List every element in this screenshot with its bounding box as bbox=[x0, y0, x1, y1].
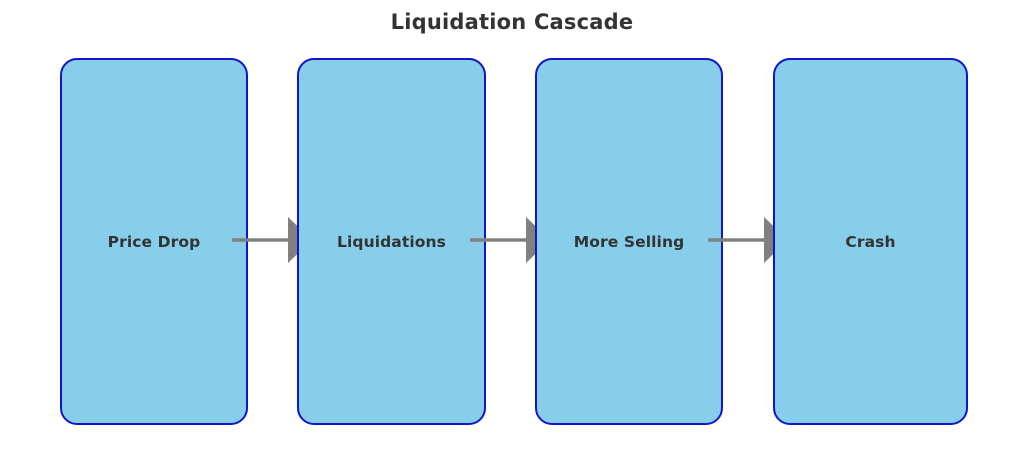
flow-node-crash[interactable]: Crash bbox=[773, 58, 968, 425]
flow-node-label: More Selling bbox=[573, 232, 685, 251]
flow-node-label: Liquidations bbox=[336, 232, 447, 251]
flow-node-price-drop[interactable]: Price Drop bbox=[60, 58, 248, 425]
flow-node-more-selling[interactable]: More Selling bbox=[535, 58, 723, 425]
flow-node-label: Crash bbox=[845, 232, 896, 251]
page-title: Liquidation Cascade bbox=[390, 10, 634, 34]
flow-node-liquidations[interactable]: Liquidations bbox=[297, 58, 486, 425]
flow-node-label: Price Drop bbox=[107, 232, 201, 251]
